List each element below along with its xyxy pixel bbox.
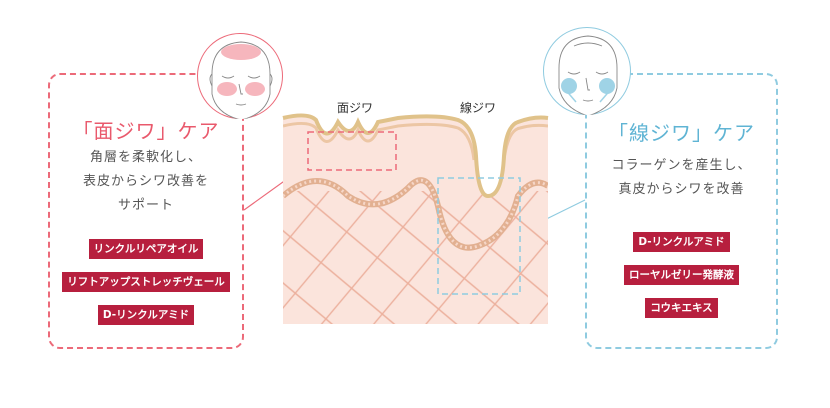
line-wrinkle-card: 「線ジワ」ケア コラーゲンを産生し、 真皮からシワを改善 D-リンクルアミド ロ… xyxy=(585,73,778,349)
surface-wrinkle-card: 「面ジワ」ケア 角層を柔軟化し、 表皮からシワ改善を サポート リンクルリペアオ… xyxy=(48,73,244,349)
line-wrinkle-description: コラーゲンを産生し、 真皮からシワを改善 xyxy=(587,154,776,202)
ingredient-tag: リンクルリペアオイル xyxy=(88,239,204,259)
desc-line: サポート xyxy=(117,198,174,213)
face-icon xyxy=(209,41,273,119)
face-icon xyxy=(558,35,618,115)
skin-diagram xyxy=(282,113,549,324)
ingredient-tags: リンクルリペアオイル リフトアップストレッチヴェール D-リンクルアミド xyxy=(50,237,242,336)
line-wrinkle-highlight xyxy=(437,177,521,295)
ingredient-tag: コウキエキス xyxy=(645,298,718,318)
surface-wrinkle-description: 角層を柔軟化し、 表皮からシワ改善を サポート xyxy=(50,146,242,218)
face-illustration-line xyxy=(543,27,631,115)
ingredient-tag: リフトアップストレッチヴェール xyxy=(62,272,230,292)
desc-line: 表皮からシワ改善を xyxy=(82,174,209,189)
desc-line: 角層を柔軟化し、 xyxy=(89,150,202,165)
skin-cross-section xyxy=(278,96,551,328)
ingredient-tag: D-リンクルアミド xyxy=(97,305,195,325)
surface-wrinkle-label: 面ジワ xyxy=(337,101,374,115)
surface-wrinkle-highlight xyxy=(307,131,397,171)
ingredient-tags: D-リンクルアミド ローヤルゼリー発酵液 コウキエキス xyxy=(587,230,776,329)
line-wrinkle-label: 線ジワ xyxy=(460,101,497,115)
ingredient-tag: D-リンクルアミド xyxy=(633,232,730,252)
line-wrinkle-title: 「線ジワ」ケア xyxy=(608,121,755,145)
surface-wrinkle-title: 「面ジワ」ケア xyxy=(72,119,220,143)
desc-line: コラーゲンを産生し、 xyxy=(611,158,752,173)
ingredient-tag: ローヤルゼリー発酵液 xyxy=(624,265,739,285)
desc-line: 真皮からシワを改善 xyxy=(618,182,745,197)
face-illustration-surface xyxy=(197,33,283,119)
